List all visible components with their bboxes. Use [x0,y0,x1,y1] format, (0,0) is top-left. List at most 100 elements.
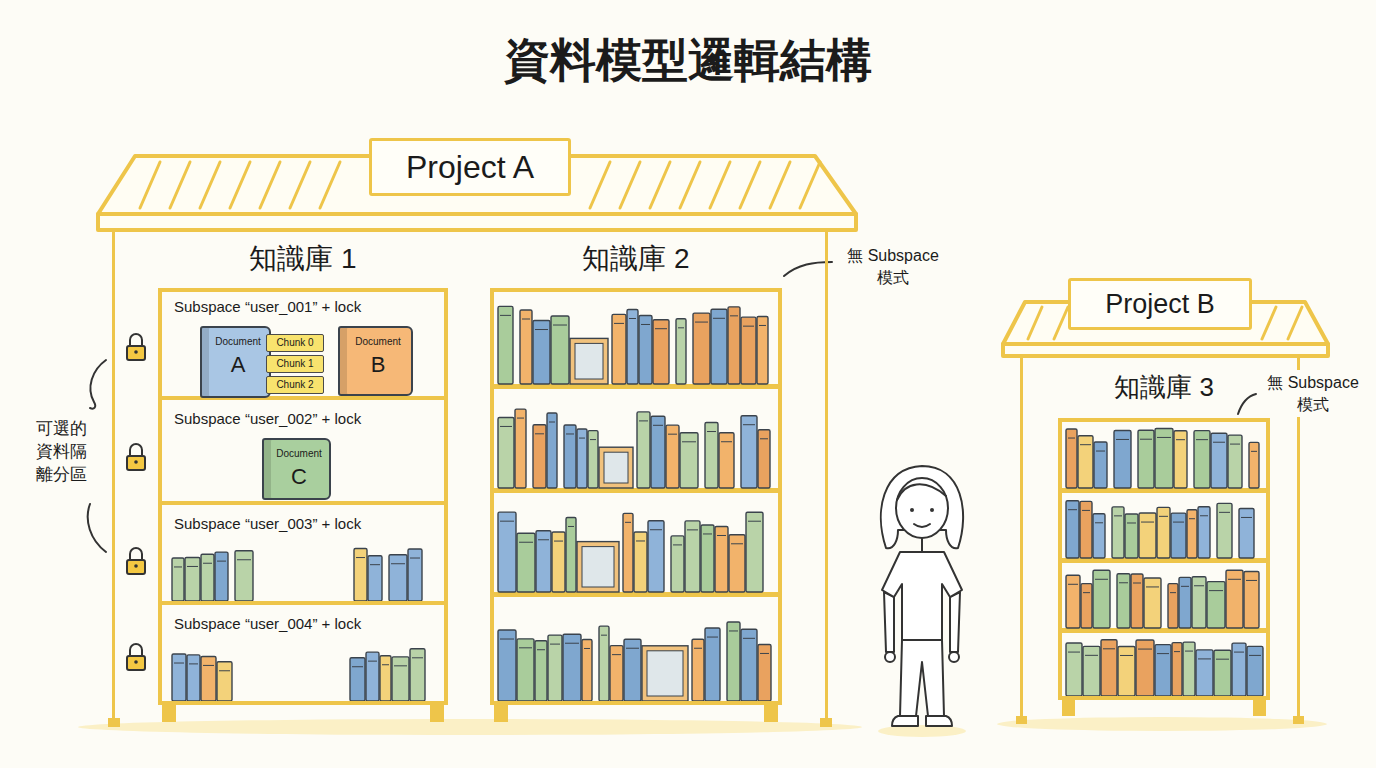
book-spine [1083,646,1100,696]
document-letter: B [345,348,411,378]
book-spine [1207,582,1225,628]
person-figure [882,552,962,640]
book-spine [601,635,607,636]
book-spine [624,639,641,701]
subspace-row: Subspace “user_001” + lockDocumentAChunk… [158,288,448,400]
shelf-heading: 知識庫 3 [1058,372,1270,403]
book-spine [535,641,547,701]
book-spine [1228,435,1242,488]
book-spine [713,318,725,319]
roof-slat [170,162,190,208]
book-spine [1082,510,1090,511]
document-caption: Document [345,328,411,348]
shelf-leg [820,718,832,727]
lock-icon [127,334,145,360]
chunk-tag: Chunk 1 [266,355,324,373]
roof [98,214,856,230]
subspace-row: Subspace “user_003” + lock [158,505,448,605]
roof [1003,344,1328,356]
roof-slat [290,162,310,208]
book-spine [1136,640,1154,696]
book-spine [1249,442,1259,488]
lock-icon [127,644,145,670]
book-spine [551,316,569,384]
book-spine [629,318,636,319]
book-spine [634,532,647,592]
shelf-board [494,592,778,597]
document-caption: Document [269,440,329,460]
lock-icon [134,564,138,568]
shelf-board [1062,628,1266,633]
book-spine [237,559,251,560]
picture-frame [604,452,628,483]
book-spine [1117,574,1130,628]
book-spine [1093,570,1110,628]
document-letter: A [207,348,269,378]
book-spine [410,649,425,701]
book-spine [687,529,698,530]
book-spine [498,417,514,488]
book-spine [235,551,253,601]
book-spine [1095,579,1108,580]
book-spine [1196,650,1213,696]
roof-slat [650,162,670,208]
lock-icon [127,548,145,574]
book-spine [522,319,530,320]
book-spine [584,648,590,649]
book-spine [693,313,710,384]
book-spine [1112,507,1124,558]
shelf-leg [764,705,778,722]
book-spine [1246,580,1257,581]
book-spine [610,646,623,701]
book-spine [612,314,626,384]
person-figure [910,508,914,512]
lock-icon [127,560,145,574]
book-spine [1081,584,1092,628]
roof-slat [1028,307,1042,339]
book-spine [743,424,755,425]
person-figure [921,538,923,552]
book-spine [1078,436,1093,488]
book-spine [1217,503,1232,558]
book-spine [1093,514,1105,558]
callout-note: 無 Subspace 模式 [1258,370,1368,417]
roof-slat [590,162,610,208]
book-spine [650,529,662,530]
person-figure [896,478,948,538]
chunk-label: Chunk 1 [267,356,323,371]
chunk-label: Chunk 0 [267,335,323,350]
lock-icon [130,334,142,346]
subspace-label: Subspace “user_003” + lock [158,505,448,533]
book-spine [731,543,743,544]
shelf-leg [1253,700,1266,716]
book-spine [1068,584,1078,585]
chunk-tag: Chunk 0 [266,334,324,352]
book-spine [1094,442,1107,488]
book-spine [368,556,382,601]
book-spine [519,542,533,543]
book-spine [1200,515,1208,516]
book-spine [552,532,565,592]
roof-slat [740,162,760,208]
book-spine [1192,577,1206,628]
person-figure [949,652,959,662]
book-spine [582,639,592,701]
book-spine [566,517,576,592]
book-spine [1247,646,1263,696]
book-spine [1198,507,1210,558]
book-spine [1138,649,1152,650]
document-letter: C [269,460,329,490]
book-spine [741,416,757,488]
book-spine [637,412,650,488]
document-book: DocumentC [262,438,331,500]
book-spine [1066,429,1077,488]
shelf-heading: 知識庫 2 [490,242,782,276]
project-sign: Project A [369,138,571,196]
book-spine [1103,648,1115,649]
book-spine [354,549,367,601]
book-spine [705,423,718,488]
book-spine [1230,444,1240,445]
book-spine [389,555,407,601]
person-figure [950,592,960,652]
lock-icon [127,444,145,470]
